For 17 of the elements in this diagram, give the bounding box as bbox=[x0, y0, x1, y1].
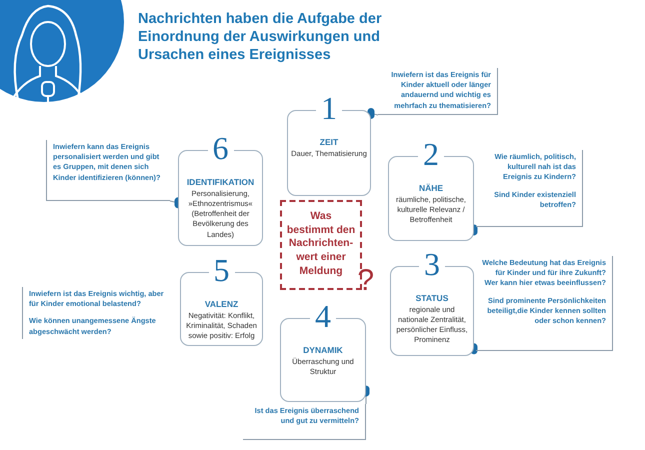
question-callout bbox=[46, 140, 170, 201]
heading: ZEIT bbox=[318, 137, 340, 147]
heading: NÄHE bbox=[418, 183, 444, 193]
question-callout bbox=[243, 404, 366, 440]
question: Was bestimmt den Nachrichten-wert einer Meldung bbox=[286, 210, 356, 278]
leader-line bbox=[362, 386, 370, 404]
question-callout bbox=[476, 150, 583, 227]
leader-line bbox=[368, 108, 378, 119]
leader-line bbox=[470, 343, 478, 354]
heading: STATUS bbox=[414, 293, 450, 303]
question-callout bbox=[476, 256, 613, 351]
question-callout bbox=[378, 68, 498, 115]
question-mark: ? bbox=[357, 266, 374, 296]
heading: IDENTIFIKATION bbox=[186, 177, 256, 187]
heading: DYNAMIK bbox=[302, 345, 344, 355]
heading: VALENZ bbox=[204, 299, 240, 309]
title: Nachrichten haben die Aufgabe der Einordnung der Auswirkungen und Ursachen eines Ereignisses bbox=[138, 10, 383, 64]
